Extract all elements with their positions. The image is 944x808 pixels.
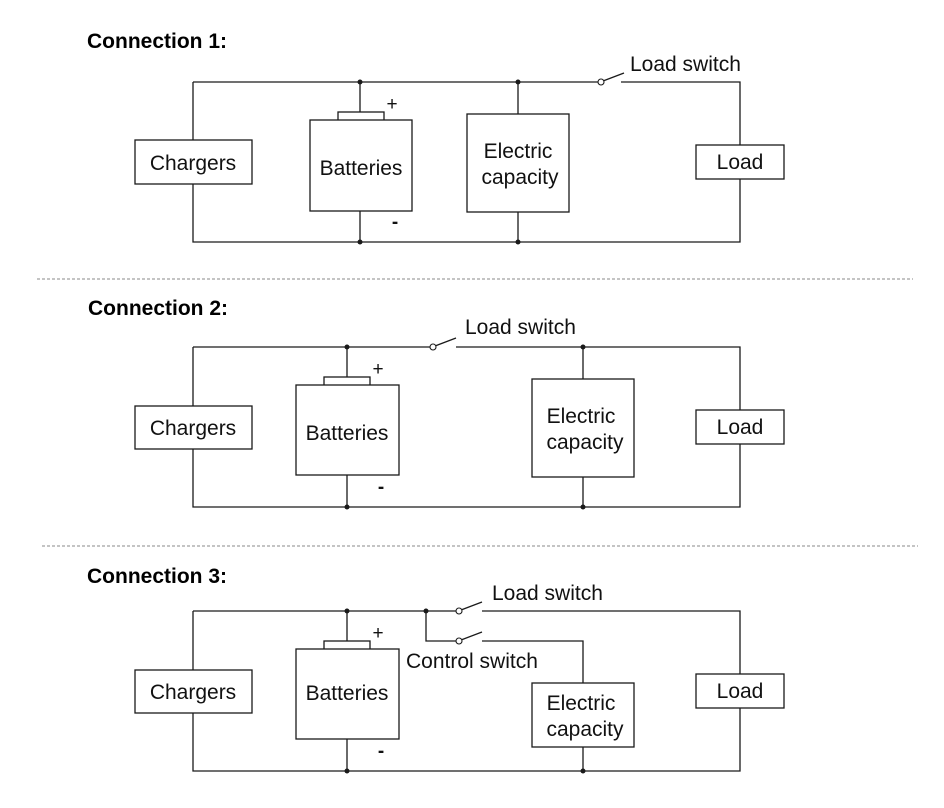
load-switch-contact xyxy=(597,78,605,86)
chargers-box xyxy=(134,139,253,185)
junction-dot xyxy=(344,768,350,774)
capacity-label-line2: capacity xyxy=(546,718,624,741)
load-box xyxy=(695,144,785,180)
load-label: Load xyxy=(717,416,764,439)
minus-sign: - xyxy=(392,212,398,233)
chargers-label: Chargers xyxy=(150,681,236,704)
load-switch-contact xyxy=(455,607,463,615)
connection-2-title: Connection 2: xyxy=(88,297,228,320)
junction-dot xyxy=(344,504,350,510)
capacity-label-line1: Electric xyxy=(484,140,553,163)
load-switch-label: Load switch xyxy=(465,316,576,339)
capacity-label-line1: Electric xyxy=(547,405,616,428)
junction-dot xyxy=(357,239,363,245)
circuit-loop xyxy=(192,81,741,243)
load-switch-label: Load switch xyxy=(630,53,741,76)
junction-dot xyxy=(580,344,586,350)
load-switch-blade xyxy=(602,72,625,82)
control-branch-wire xyxy=(425,611,456,642)
plus-sign: + xyxy=(386,94,397,115)
load-box xyxy=(695,409,785,445)
load-switch-contact xyxy=(429,343,437,351)
connection-3-title: Connection 3: xyxy=(87,565,227,588)
chargers-box xyxy=(134,669,253,714)
electric-capacity-box xyxy=(531,378,635,478)
junction-dot xyxy=(344,344,350,350)
load-switch-label: Load switch xyxy=(492,582,603,605)
control-switch-contact xyxy=(455,637,463,645)
circuit-loop xyxy=(192,610,741,772)
load-switch-blade xyxy=(460,601,483,611)
electric-capacity-box xyxy=(466,113,570,213)
batteries-box xyxy=(295,384,400,476)
minus-sign: - xyxy=(378,477,384,498)
plus-sign: + xyxy=(372,359,383,380)
junction-dot xyxy=(580,504,586,510)
control-switch-label: Control switch xyxy=(406,650,538,673)
batteries-label: Batteries xyxy=(306,422,389,445)
load-label: Load xyxy=(717,680,764,703)
minus-sign: - xyxy=(378,741,384,762)
junction-dot xyxy=(357,79,363,85)
capacity-label-line2: capacity xyxy=(481,166,559,189)
junction-dot xyxy=(515,239,521,245)
connection-3-diagram: Connection 3: Chargers Batteries + - Ele… xyxy=(87,565,785,774)
capacity-label-line1: Electric xyxy=(547,692,616,715)
circuit-loop xyxy=(192,346,741,508)
junction-dot xyxy=(344,608,350,614)
batteries-label: Batteries xyxy=(306,682,389,705)
load-box xyxy=(695,673,785,709)
control-to-capacity-wire xyxy=(482,640,584,683)
connection-1-title: Connection 1: xyxy=(87,30,227,53)
batteries-box xyxy=(309,119,413,212)
load-switch-blade xyxy=(434,337,457,347)
batteries-label: Batteries xyxy=(320,157,403,180)
junction-dot xyxy=(423,608,429,614)
plus-sign: + xyxy=(372,623,383,644)
control-switch-blade xyxy=(460,631,483,641)
connection-2-diagram: Connection 2: Chargers Batteries + - Ele… xyxy=(88,297,785,510)
chargers-label: Chargers xyxy=(150,417,236,440)
electric-capacity-box xyxy=(531,682,635,748)
chargers-box xyxy=(134,405,253,450)
capacity-label-line2: capacity xyxy=(546,431,624,454)
batteries-box xyxy=(295,648,400,740)
junction-dot xyxy=(515,79,521,85)
connection-1-diagram: Connection 1: Chargers Batteries + - Ele… xyxy=(87,30,785,245)
chargers-label: Chargers xyxy=(150,152,236,175)
junction-dot xyxy=(580,768,586,774)
load-label: Load xyxy=(717,151,764,174)
